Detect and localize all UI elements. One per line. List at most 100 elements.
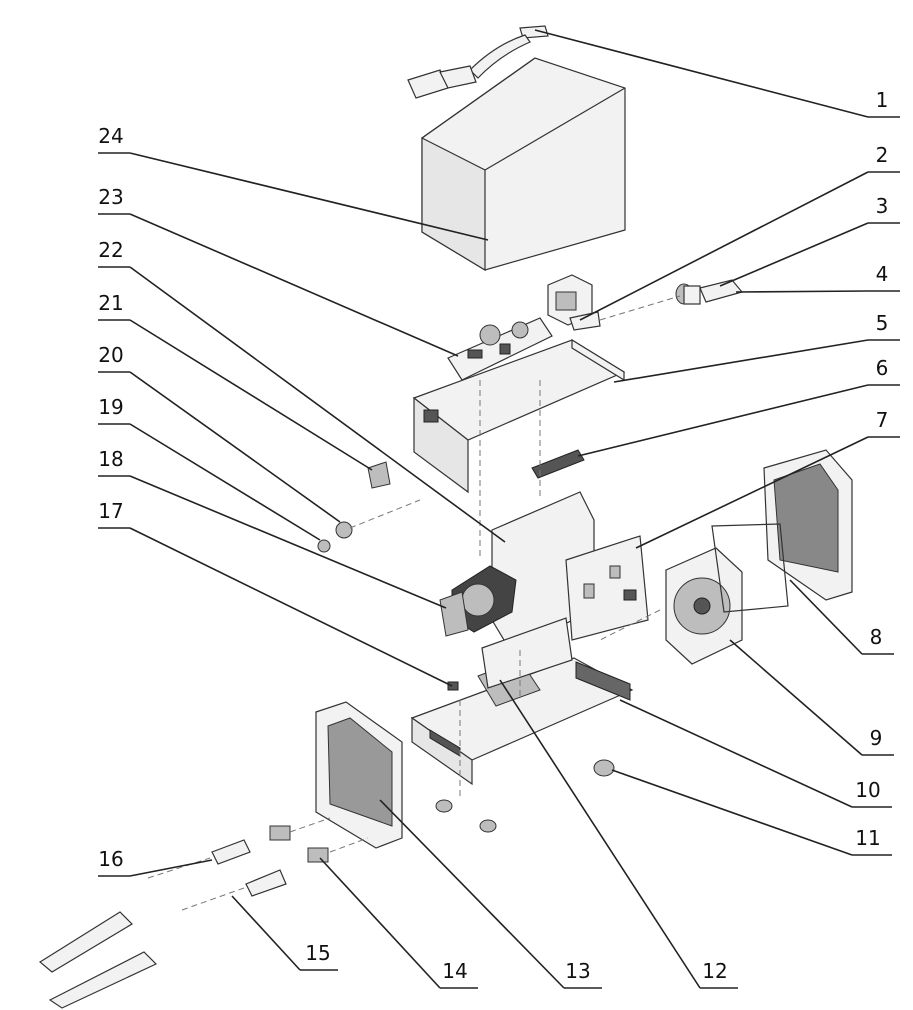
part-electrode-cable [48,869,287,1009]
callout-4: 4 [735,262,900,293]
callout-label-19: 19 [98,395,123,419]
callout-leader-3 [719,222,869,287]
callout-11: 11 [611,769,892,856]
callout-label-14: 14 [442,959,467,983]
part-main-transformer [439,491,595,651]
part-foot [593,759,615,777]
callout-leader-4 [735,290,869,293]
callout-10: 10 [619,699,892,808]
callout-leader-7 [635,436,869,549]
callout-13: 13 [379,799,602,989]
callout-label-21: 21 [98,291,123,315]
callout-23: 23 [98,185,459,357]
callout-leader-21 [129,319,373,471]
callout-leader-14 [319,857,441,989]
callout-label-1: 1 [876,88,889,112]
callout-label-11: 11 [855,826,880,850]
callout-label-24: 24 [98,124,123,148]
callout-leader-22 [129,266,506,543]
callout-21: 21 [98,291,373,471]
part-switch [335,521,353,539]
part-handle-strap [407,25,549,99]
part-earth-cable [38,839,251,973]
callout-label-17: 17 [98,499,123,523]
part-control-pcb [447,317,553,381]
callout-label-6: 6 [876,356,889,380]
callout-leader-2 [579,171,869,321]
callout-leader-12 [499,679,701,989]
callout-leader-13 [379,799,565,989]
callout-9: 9 [729,639,894,756]
callout-17: 17 [98,499,453,687]
callout-leader-10 [619,699,853,808]
part-foot-front-left [435,799,453,813]
callout-15: 15 [231,895,338,971]
part-rectifier [481,617,573,689]
callout-label-3: 3 [876,194,889,218]
callout-14: 14 [319,857,478,989]
callout-22: 22 [98,238,506,543]
part-fan [665,523,789,665]
callout-2: 2 [579,143,900,321]
part-connector-strip [531,449,585,479]
part-output-socket-lower [307,847,329,863]
callout-label-18: 18 [98,447,123,471]
part-middle-tray [412,338,626,494]
callout-leader-9 [729,639,863,756]
callout-3: 3 [719,194,900,287]
callout-label-4: 4 [876,262,889,286]
part-power-pcb [565,535,649,641]
callout-label-10: 10 [855,778,880,802]
part-connector [675,279,744,305]
part-small-clip [447,681,459,691]
callout-1: 1 [534,29,900,118]
part-output-socket-upper [269,825,291,841]
part-knob [367,461,391,489]
callout-label-16: 16 [98,847,123,871]
callout-16: 16 [98,847,213,877]
assembly-lines [289,295,681,853]
callout-label-15: 15 [305,941,330,965]
callout-label-20: 20 [98,343,123,367]
part-top-cover [421,57,626,272]
callout-18: 18 [98,447,447,609]
callout-19: 19 [98,395,321,541]
callout-20: 20 [98,343,341,523]
callout-leader-20 [129,371,341,523]
callout-label-13: 13 [565,959,590,983]
callout-leader-18 [129,475,447,609]
callout-label-5: 5 [876,311,889,335]
callout-leader-1 [534,29,869,118]
callout-leader-17 [129,527,453,687]
callout-label-23: 23 [98,185,123,209]
part-rear-panel [763,449,853,601]
callout-7: 7 [635,408,900,549]
part-foot-front-right [479,819,497,833]
callout-8: 8 [789,579,894,655]
part-small-transformer [547,274,601,331]
callout-label-22: 22 [98,238,123,262]
callout-leader-24 [129,152,489,241]
callout-label-7: 7 [876,408,889,432]
callout-label-12: 12 [702,959,727,983]
callout-12: 12 [499,679,738,989]
callout-leader-11 [611,769,853,856]
callout-leader-8 [789,579,863,655]
callout-leader-15 [231,895,301,971]
callout-5: 5 [613,311,900,383]
callout-leader-16 [129,859,213,877]
callout-leader-5 [613,339,869,383]
part-nut [317,539,331,553]
callout-leader-23 [129,213,459,357]
callout-6: 6 [577,356,900,457]
callout-label-9: 9 [870,726,883,750]
callout-leader-19 [129,423,321,541]
callout-24: 24 [98,124,489,241]
callout-leader-6 [577,384,869,457]
callout-label-8: 8 [870,625,883,649]
callout-label-2: 2 [876,143,889,167]
part-front-panel [315,701,403,849]
